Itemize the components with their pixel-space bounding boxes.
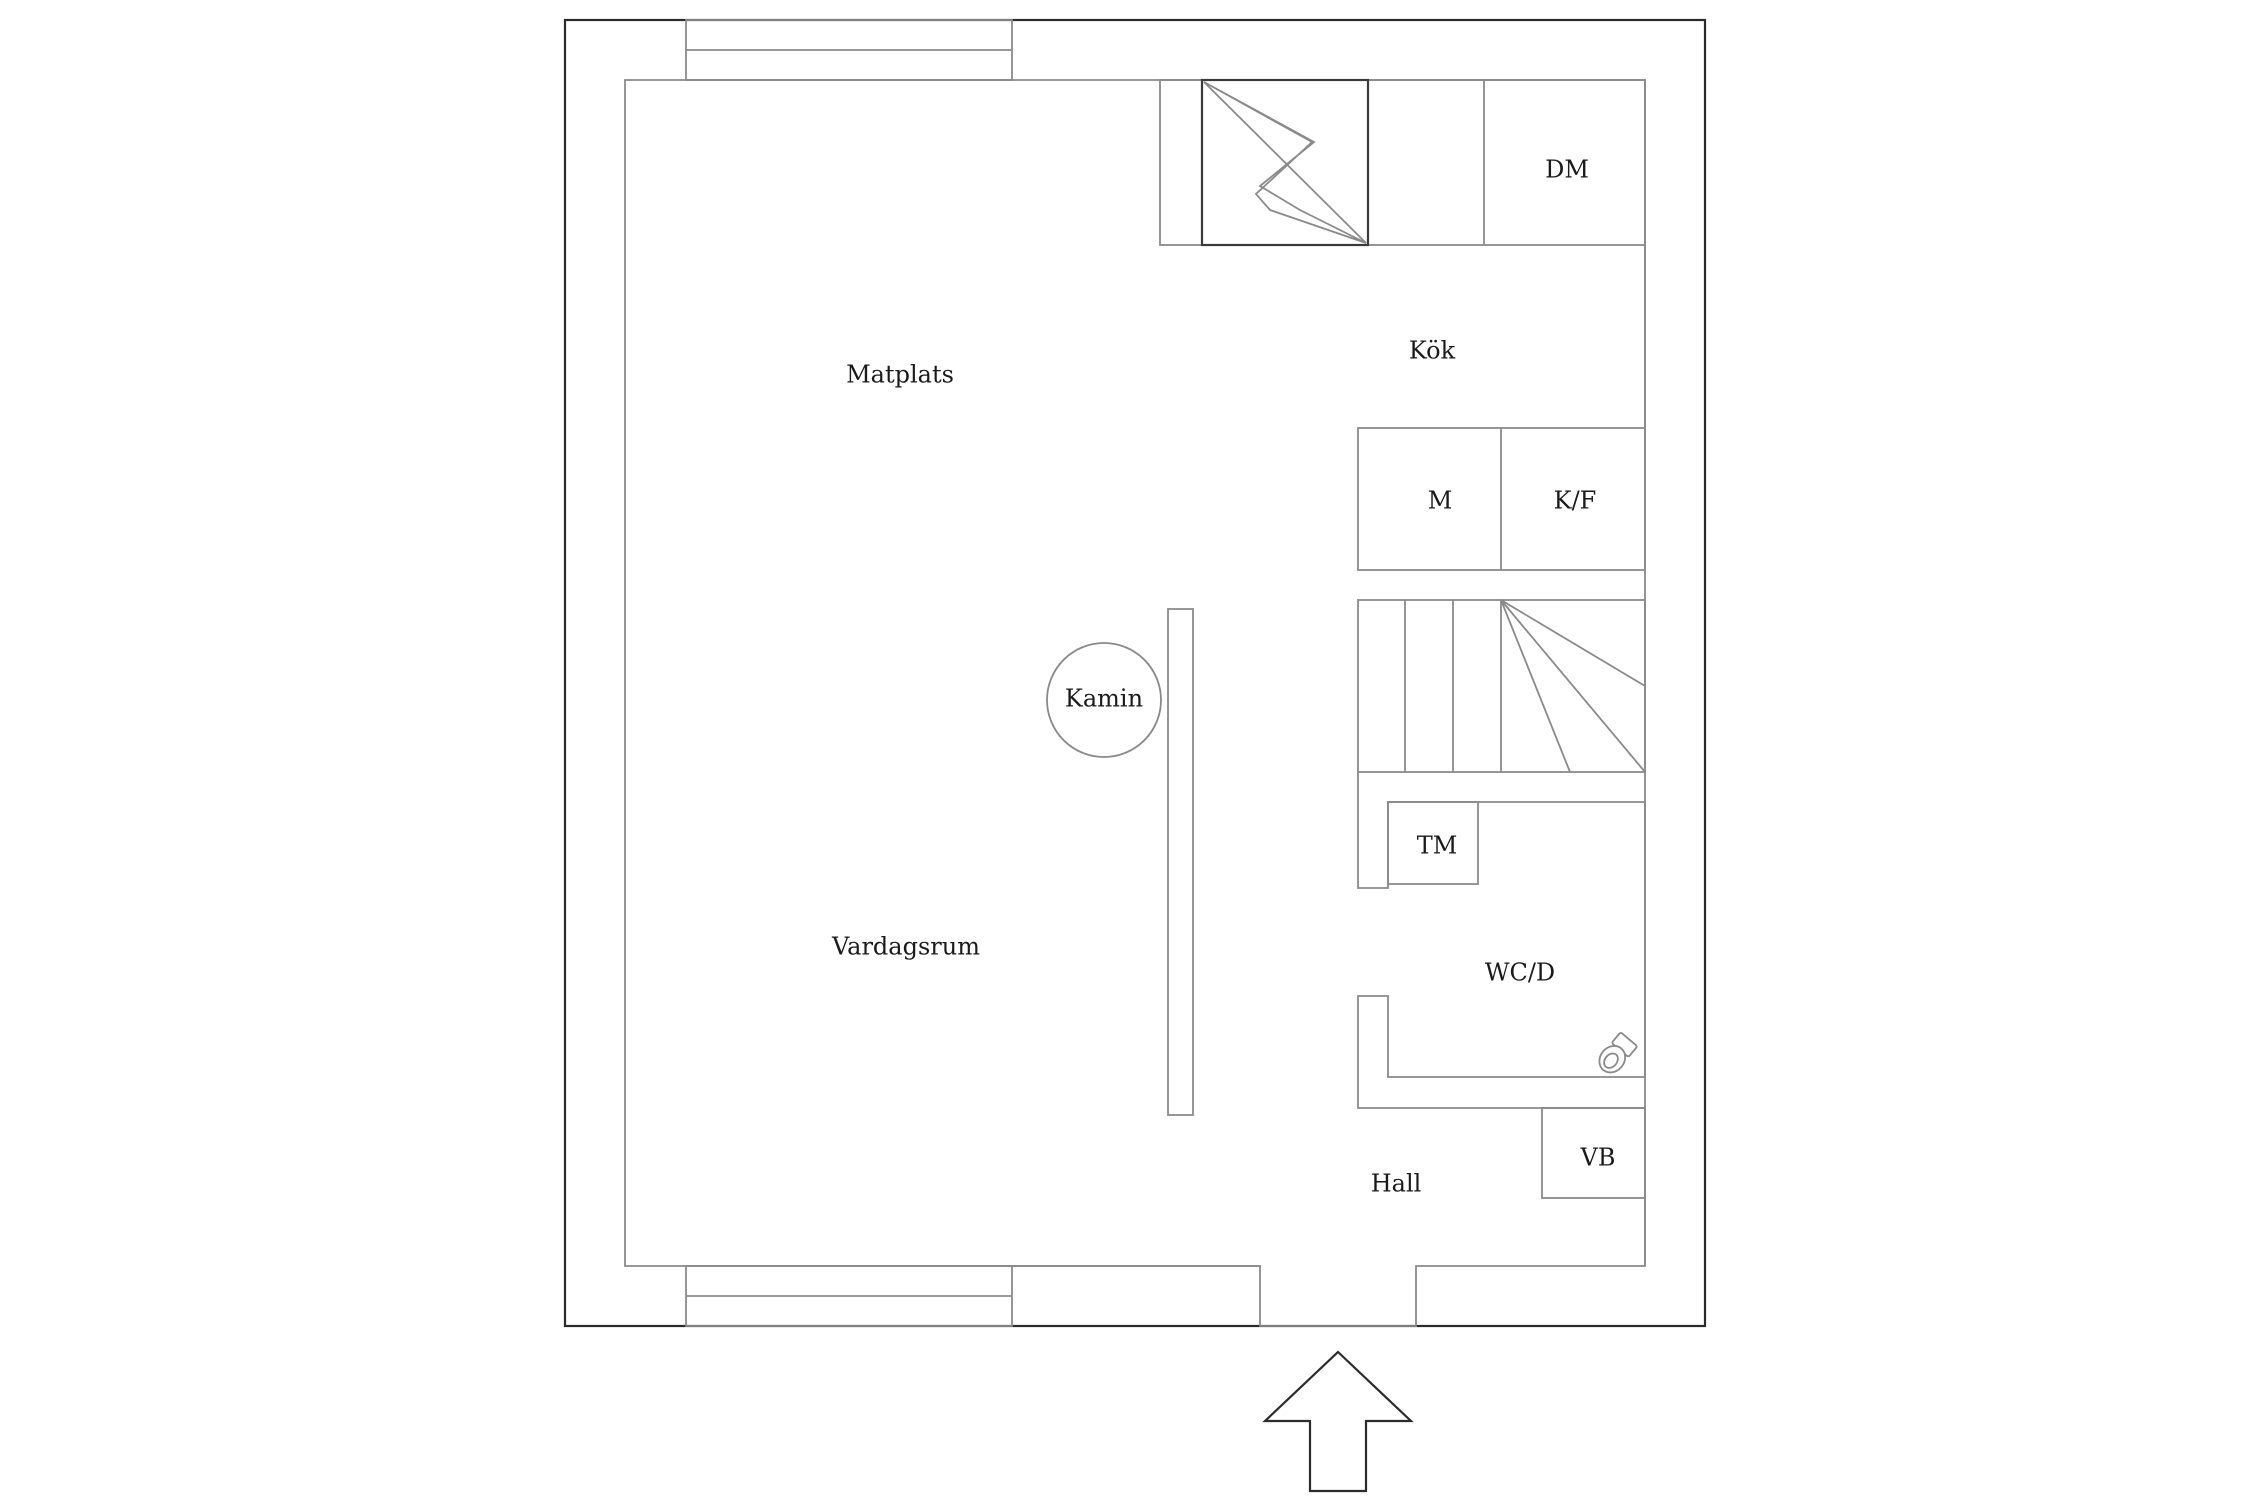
fixture-label-kf: K/F: [1554, 487, 1597, 515]
room-label-vardagsrum: Vardagsrum: [831, 933, 980, 961]
room-label-matplats: Matplats: [846, 361, 954, 389]
toilet-icon: [1598, 1032, 1638, 1074]
entrance-arrow-icon: [1262, 1350, 1414, 1493]
vb-closet: [1541, 1107, 1646, 1199]
partition-wall: [1167, 608, 1194, 1116]
fireplace-circle: [1046, 642, 1162, 758]
fixture-label-vb: VB: [1580, 1144, 1616, 1172]
room-label-kok: Kök: [1409, 337, 1456, 365]
room-label-hall: Hall: [1371, 1170, 1422, 1198]
top-window: [685, 19, 1013, 81]
wc-room: [1357, 772, 1646, 1109]
fixture-label-m: M: [1428, 487, 1453, 515]
kitchen-counter: [1159, 78, 1646, 247]
appliance-block: [1357, 427, 1646, 571]
staircase-icon: [1357, 599, 1646, 773]
fixture-label-kamin: Kamin: [1065, 685, 1143, 713]
bottom-window: [685, 1265, 1260, 1327]
fixture-label-tm: TM: [1417, 832, 1458, 860]
room-label-wcd: WC/D: [1485, 959, 1555, 987]
fixture-label-dm: DM: [1545, 156, 1589, 184]
outer-walls: [563, 18, 1707, 1328]
